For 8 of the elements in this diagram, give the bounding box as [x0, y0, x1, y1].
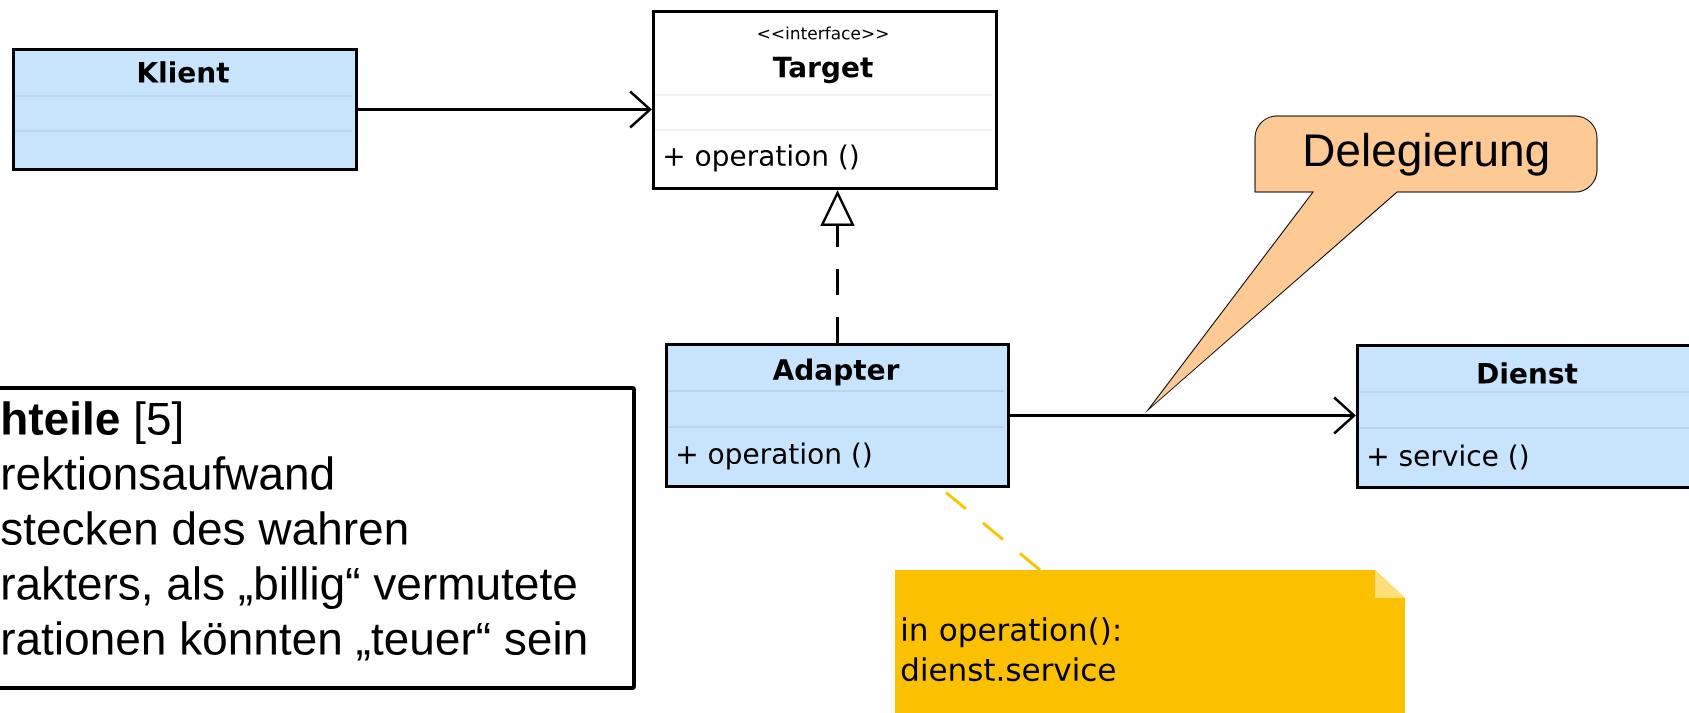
- class-box: Dienst + service (): [1356, 344, 1689, 489]
- note: in operation(): dienst.service: [895, 570, 1405, 713]
- text-box: hteile [5] rektionsaufwand stecken des wahren rakters, als „billig“ vermutete rationen könnten „teuer“ sein: [0, 386, 636, 690]
- arrow: [358, 90, 652, 129]
- arrow: [1010, 396, 1356, 435]
- class-box: <<interface>> Target + operation (): [652, 10, 998, 190]
- class-box: Adapter + operation (): [665, 343, 1010, 488]
- class-box: Klient: [12, 48, 358, 171]
